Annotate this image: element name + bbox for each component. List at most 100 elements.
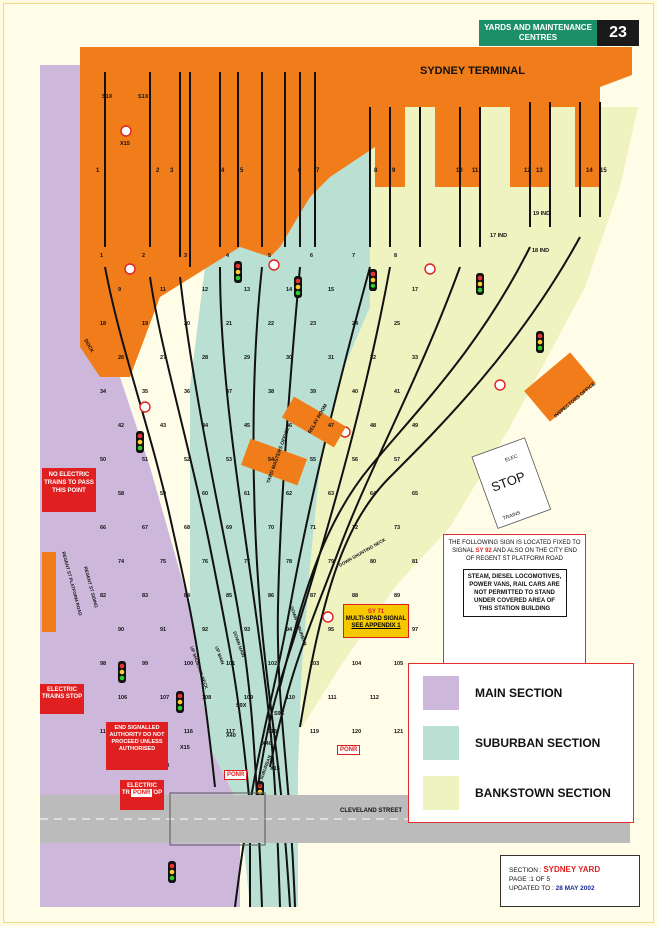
signal-f bbox=[136, 431, 144, 453]
signal-number-78: 78 bbox=[286, 559, 292, 565]
bankstown-section-area bbox=[302, 107, 638, 727]
rail-bridge bbox=[169, 792, 266, 846]
signal-number-121: 121 bbox=[394, 729, 403, 735]
signal-number-37: 37 bbox=[226, 389, 232, 395]
signal-number-92: 92 bbox=[202, 627, 208, 633]
signal-number-117: 117 bbox=[226, 729, 235, 735]
signal-number-108: 108 bbox=[202, 695, 211, 701]
signal-number-4: 4 bbox=[226, 253, 230, 259]
platform-number-6: 6 bbox=[298, 168, 302, 174]
page-number: 23 bbox=[597, 20, 639, 46]
signal-number-57: 57 bbox=[394, 457, 400, 463]
signal-number-2: 2 bbox=[142, 253, 145, 259]
signal-number-70: 70 bbox=[268, 525, 274, 531]
legend-swatch-bankstown bbox=[423, 776, 459, 810]
signal-number-98: 98 bbox=[100, 661, 106, 667]
spad-line-3: SEE APPENDIX 1 bbox=[351, 623, 401, 629]
signal-number-77: 77 bbox=[244, 559, 250, 565]
electric-stop-callout-1: ELECTRIC TRAINS STOP bbox=[40, 684, 84, 714]
signal-number-100: 100 bbox=[184, 661, 193, 667]
signal-number-17: 17 bbox=[412, 287, 418, 293]
signal-label-s1x-b: S1X bbox=[138, 94, 149, 100]
signal-number-20: 20 bbox=[184, 321, 190, 327]
signal-label-x15-b: X15 bbox=[180, 745, 190, 751]
signal-label-x40-a: X40 bbox=[226, 733, 236, 739]
platform-number-14: 14 bbox=[586, 168, 593, 174]
signal-label-s9x-b: S9X bbox=[274, 711, 285, 717]
signal-number-13: 13 bbox=[244, 287, 250, 293]
platform-tracks bbox=[104, 72, 601, 907]
signal-e bbox=[536, 331, 544, 353]
signal-number-116: 116 bbox=[184, 729, 193, 735]
signal-number-1: 1 bbox=[100, 253, 103, 259]
signal-number-111: 111 bbox=[328, 695, 337, 701]
signal-number-32: 32 bbox=[370, 355, 376, 361]
signal-number-103: 103 bbox=[310, 661, 319, 667]
signal-b bbox=[294, 276, 302, 298]
ponr-label-2: PONR bbox=[337, 745, 361, 755]
platform-number-1: 1 bbox=[96, 168, 100, 174]
platform-number-11: 11 bbox=[472, 168, 479, 174]
legend: MAIN SECTION SUBURBAN SECTION BANKSTOWN … bbox=[408, 663, 634, 823]
signal-label-s9x-a: S9X bbox=[236, 703, 247, 709]
ponr-label-1: PONR bbox=[130, 788, 154, 798]
signal-number-21: 21 bbox=[226, 321, 232, 327]
platform-number-4: 4 bbox=[221, 168, 225, 174]
legend-label-suburban: SUBURBAN SECTION bbox=[475, 736, 601, 750]
platform-number-3: 3 bbox=[170, 168, 174, 174]
signal-number-35: 35 bbox=[142, 389, 148, 395]
legend-row-suburban: SUBURBAN SECTION bbox=[423, 726, 600, 760]
signal-number-34: 34 bbox=[100, 389, 107, 395]
sign-note-signal: SY 92 bbox=[475, 548, 492, 554]
signal-number-64: 64 bbox=[370, 491, 377, 497]
signal-number-48: 48 bbox=[370, 423, 376, 429]
signal-number-24: 24 bbox=[352, 321, 359, 327]
signal-number-84: 84 bbox=[184, 593, 191, 599]
signal-number-89: 89 bbox=[394, 593, 400, 599]
signal-number-79: 79 bbox=[328, 559, 334, 565]
signal-number-52: 52 bbox=[184, 457, 190, 463]
signal-number-91: 91 bbox=[160, 627, 166, 633]
sign-note: THE FOLLOWING SIGN IS LOCATED FIXED TO S… bbox=[443, 534, 586, 684]
sign-note-inner: STEAM, DIESEL LOCOMOTIVES, POWER VANS, R… bbox=[462, 569, 567, 617]
signal-number-39: 39 bbox=[310, 389, 316, 395]
signal-number-19: 19 bbox=[142, 321, 148, 327]
signal-number-114: 114 bbox=[100, 729, 110, 735]
signal-a bbox=[234, 261, 242, 283]
legend-swatch-suburban bbox=[423, 726, 459, 760]
platform-number-8: 8 bbox=[374, 168, 378, 174]
signal-number-50: 50 bbox=[100, 457, 106, 463]
signal-d bbox=[476, 273, 484, 295]
yard-masters-block bbox=[241, 438, 307, 486]
signal-number-51: 51 bbox=[142, 457, 148, 463]
signal-number-36: 36 bbox=[184, 389, 190, 395]
terminal-roof bbox=[80, 47, 632, 377]
signal-number-45: 45 bbox=[244, 423, 250, 429]
platform-number-15: 15 bbox=[600, 168, 607, 174]
signal-number-56: 56 bbox=[352, 457, 358, 463]
signal-number-90: 90 bbox=[118, 627, 124, 633]
signal-number-40: 40 bbox=[352, 389, 358, 395]
signal-number-86: 86 bbox=[268, 593, 274, 599]
signal-number-27: 27 bbox=[160, 355, 166, 361]
signal-number-63: 63 bbox=[328, 491, 334, 497]
end-signalled-callout: END SIGNALLED AUTHORITY DO NOT PROCEED U… bbox=[106, 722, 168, 770]
signal-number-44: 44 bbox=[202, 423, 209, 429]
signal-number-47: 47 bbox=[328, 423, 334, 429]
inspectors-office-block bbox=[524, 352, 596, 422]
platform-number-7: 7 bbox=[316, 168, 320, 174]
platform-number-12: 12 bbox=[524, 168, 531, 174]
signal-number-7: 7 bbox=[352, 253, 355, 259]
signal-number-110: 110 bbox=[286, 695, 295, 701]
signal-number-31: 31 bbox=[328, 355, 334, 361]
signal-number-22: 22 bbox=[268, 321, 274, 327]
platform-number-5: 5 bbox=[240, 168, 244, 174]
signal-number-28: 28 bbox=[202, 355, 208, 361]
electric-stop-sign: STOP ELEC TRAINS bbox=[471, 437, 552, 529]
signal-number-5: 5 bbox=[268, 253, 271, 259]
signal-number-71: 71 bbox=[310, 525, 316, 531]
platform-number-2: 2 bbox=[156, 168, 160, 174]
signal-number-72: 72 bbox=[352, 525, 358, 531]
signal-number-118: 118 bbox=[268, 729, 277, 735]
signal-number-49: 49 bbox=[412, 423, 418, 429]
